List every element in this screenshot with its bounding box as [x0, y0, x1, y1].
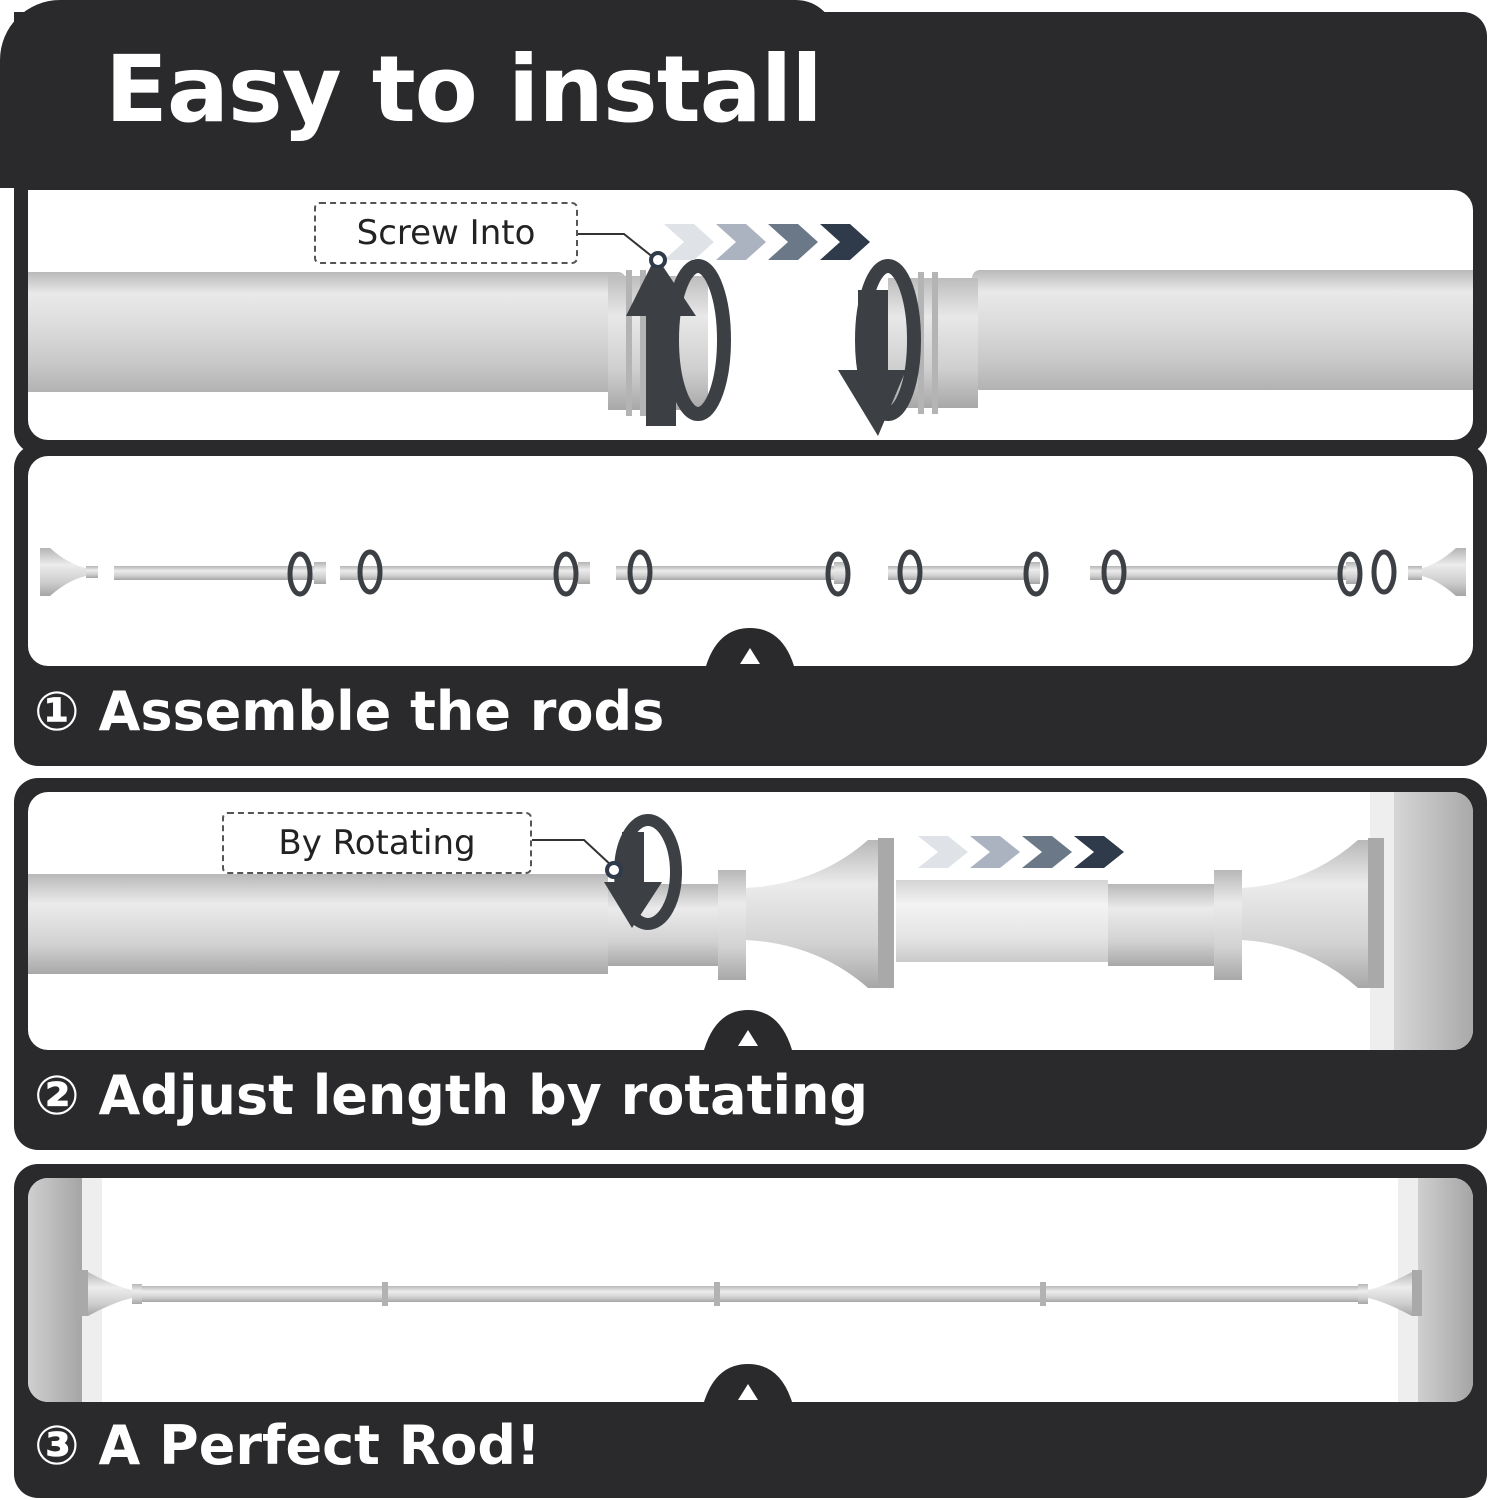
left-rod-segment: [28, 272, 626, 392]
assemble-rods-graphic: [40, 548, 1466, 666]
page-title: Easy to install: [105, 36, 823, 143]
step2-caption: ② Adjust length by rotating: [34, 1064, 868, 1127]
step3-number: ③: [34, 1414, 80, 1477]
screw-panel: [28, 190, 1473, 440]
step3-panel: [28, 1178, 1473, 1402]
step2-text: Adjust length by rotating: [98, 1064, 869, 1127]
screw-into-label: Screw Into: [314, 202, 578, 264]
step3-caption: ③ A Perfect Rod!: [34, 1414, 541, 1477]
perfect-rod-graphic: [28, 1178, 1473, 1402]
step1-panel: [28, 456, 1473, 666]
step1-number: ①: [34, 680, 80, 743]
right-rod-segment: [972, 270, 1473, 390]
step2-number: ②: [34, 1064, 80, 1127]
by-rotating-label: By Rotating: [222, 812, 532, 874]
adjust-length-graphic: [28, 792, 1473, 1050]
title-tab: [0, 0, 836, 188]
step1-caption: ① Assemble the rods: [34, 680, 664, 743]
thread-joint-graphic: [608, 256, 978, 436]
step1-text: Assemble the rods: [98, 680, 665, 743]
direction-chevrons: [664, 224, 870, 260]
step3-text: A Perfect Rod!: [98, 1414, 541, 1477]
screw-label-leader: [574, 233, 667, 268]
